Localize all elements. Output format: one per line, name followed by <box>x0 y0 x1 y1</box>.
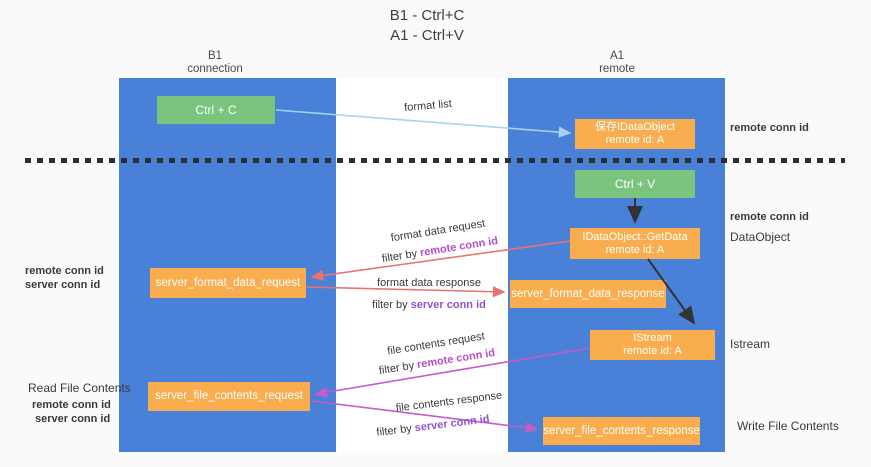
node-istream: IStream remote id: A <box>590 330 715 360</box>
lane-b1-name: B1 <box>207 50 223 62</box>
ctrl-c-label: Ctrl + C <box>195 103 237 117</box>
istream-line2: remote id: A <box>623 345 682 357</box>
ctrl-v-label: Ctrl + V <box>614 177 656 191</box>
node-save-idataobject: 保存IDataObject remote id: A <box>575 119 695 149</box>
save-idataobject-line1: 保存IDataObject <box>594 121 676 133</box>
server-file-contents-response-label: server_file_contents_response <box>543 424 700 437</box>
label-format-data-response: format data response <box>377 277 481 289</box>
annotation-remote-conn-id-left: remote conn id <box>25 265 104 277</box>
node-server-format-data-request: server_format_data_request <box>150 268 306 298</box>
getdata-line2: remote id: A <box>605 243 665 256</box>
diagram-title: B1 - Ctrl+C A1 - Ctrl+V <box>327 6 527 46</box>
title-line-2: A1 - Ctrl+V <box>390 27 464 44</box>
annotation-dataobject: DataObject <box>730 230 791 244</box>
node-ctrl-v: Ctrl + V <box>575 170 695 198</box>
annotation-server-conn-id-bottom: server conn id <box>35 413 111 425</box>
istream-line1: IStream <box>633 332 672 344</box>
annotation-istream: Istream <box>730 337 771 351</box>
filter-by-text: filter by <box>372 299 411 311</box>
clipboard-phase-divider <box>25 158 845 163</box>
annotation-remote-conn-id-bottom: remote conn id <box>32 399 111 411</box>
server-format-data-response-label: server_format_data_response <box>511 287 665 300</box>
node-ctrl-c: Ctrl + C <box>157 96 275 124</box>
lane-header-b1: B1 connection <box>155 50 275 76</box>
lane-a1-role: remote <box>599 63 635 75</box>
annotation-remote-conn-id-mid: remote conn id <box>730 211 809 223</box>
server-file-contents-request-label: server_file_contents_request <box>155 390 303 402</box>
lane-b1-role: connection <box>187 63 243 75</box>
node-server-file-contents-request: server_file_contents_request <box>148 382 310 411</box>
node-idataobject-getdata: IDataObject::GetData remote id: A <box>570 228 700 259</box>
getdata-line1: IDataObject::GetData <box>582 230 688 243</box>
node-server-format-data-response: server_format_data_response <box>510 280 666 308</box>
server-format-data-request-label: server_format_data_request <box>155 276 301 289</box>
lane-a1-name: A1 <box>609 50 625 62</box>
annotation-read-file-contents: Read File Contents <box>28 381 131 395</box>
save-idataobject-line2: remote id: A <box>605 134 665 146</box>
annotation-server-conn-id-left: server conn id <box>25 279 101 291</box>
annotation-remote-conn-id-top: remote conn id <box>730 122 809 134</box>
annotation-write-file-contents: Write File Contents <box>737 419 839 433</box>
lane-header-a1: A1 remote <box>557 50 677 76</box>
node-server-file-contents-response: server_file_contents_response <box>543 417 700 445</box>
label-filter-server-1: filter by server conn id <box>372 299 486 311</box>
server-conn-id-text: server conn id <box>410 299 486 311</box>
title-line-1: B1 - Ctrl+C <box>389 7 465 24</box>
